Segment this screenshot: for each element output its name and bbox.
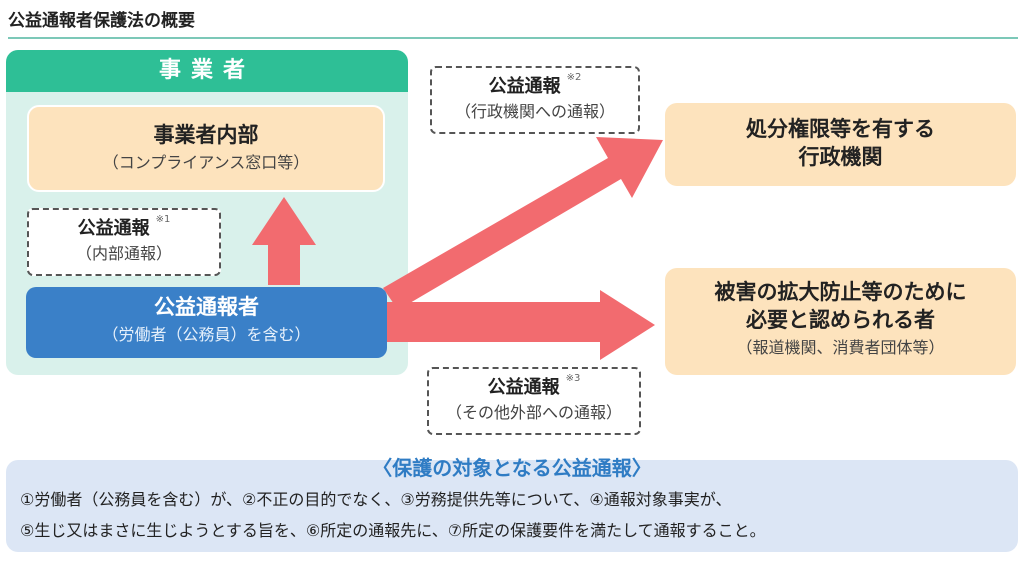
others-line2: 必要と認められる者 [746,308,935,332]
diagonal-arrow [383,137,663,310]
report-sub: （行政機関への通報） [454,102,615,121]
whistleblower-sub: （労働者（公務員）を含む） [102,325,311,344]
protection-line2: ⑤生じ又はまさに生じようとする旨を、⑥所定の通報先に、⑦所定の保護要件を満たして… [20,521,766,540]
up-arrow [252,197,316,285]
admin-line2: 行政機関 [798,145,883,169]
report-sub: （その他外部への通報） [445,403,622,422]
external-report-label: 公益通報 ※3 （その他外部への通報） [427,367,641,435]
internal-box: 事業者内部 （コンプライアンス窓口等） [27,105,385,192]
internal-report-label: 公益通報 ※1 （内部通報） [27,208,221,276]
page-title: 公益通報者保護法の概要 [8,11,195,31]
note-mark: ※3 [565,373,581,384]
whistleblower-box: 公益通報者 （労働者（公務員）を含む） [26,287,387,358]
note-mark: ※1 [155,214,171,225]
report-sub: （内部通報） [75,244,172,263]
protection-line1: ①労働者（公務員を含む）が、②不正の目的でなく、③労務提供先等について、④通報対… [20,490,732,509]
whistleblower-title: 公益通報者 [154,295,259,319]
report-label: 公益通報 [488,76,561,97]
internal-title: 事業者内部 [153,123,259,147]
note-mark: ※2 [566,72,582,83]
report-label: 公益通報 [487,377,560,398]
horizontal-arrow [385,290,655,360]
report-label: 公益通報 [77,218,150,239]
admin-report-label: 公益通報 ※2 （行政機関への通報） [430,66,640,134]
admin-agency-box: 処分権限等を有する 行政機関 [665,103,1016,186]
protection-heading: 〈保護の対象となる公益通報〉 [372,456,652,480]
title-divider [8,37,1018,39]
admin-line1: 処分権限等を有する [746,117,935,141]
business-operator-header: 事業者 [6,50,408,92]
others-box: 被害の拡大防止等のために 必要と認められる者 （報道機関、消費者団体等） [665,268,1016,375]
others-sub: （報道機関、消費者団体等） [736,338,945,357]
internal-sub: （コンプライアンス窓口等） [102,153,310,172]
others-line1: 被害の拡大防止等のために [714,280,967,304]
protection-panel: 〈保護の対象となる公益通報〉 ①労働者（公務員を含む）が、②不正の目的でなく、③… [6,456,1018,552]
